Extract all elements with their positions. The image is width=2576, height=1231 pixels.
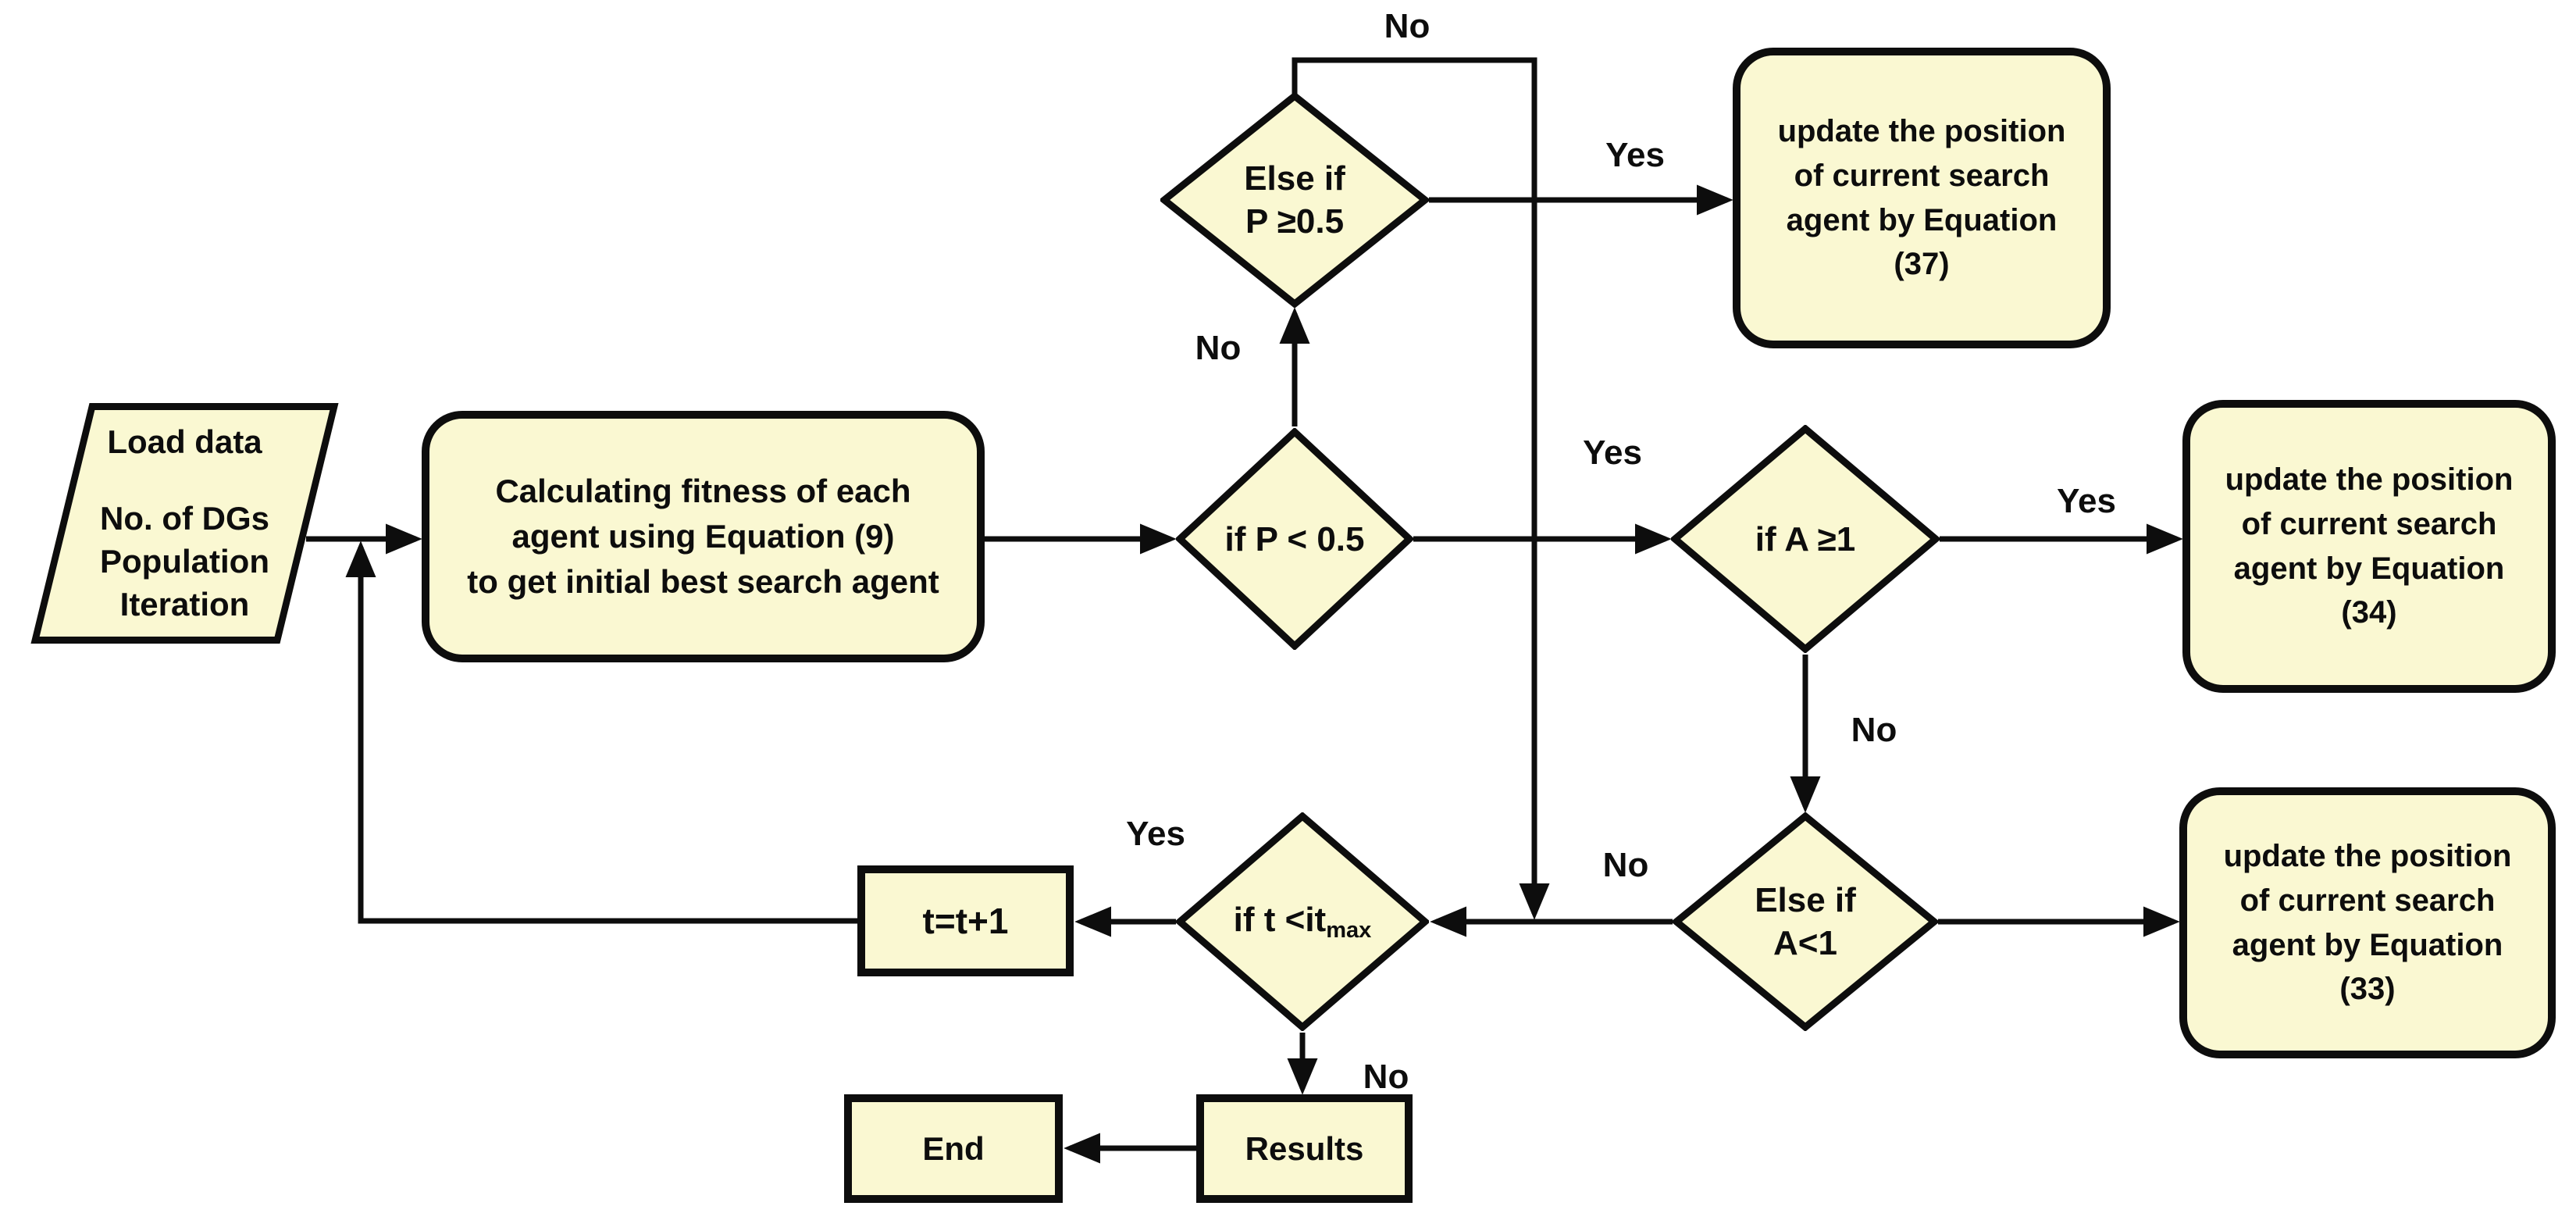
edge-label-ifp-yes: Yes xyxy=(1583,434,1642,472)
node-update-eq34: update the position of current search ag… xyxy=(2182,400,2556,693)
node-input-data: Load data No. of DGs Population Iteratio… xyxy=(30,403,339,644)
connector-elsep-no-route xyxy=(1292,57,1550,920)
if-t-subscript: max xyxy=(1326,918,1372,944)
edge-label-ifp-no: No xyxy=(1195,329,1242,367)
input-line-dgs: No. of DGs xyxy=(100,500,269,537)
update-eq37-text: update the position of current search ag… xyxy=(1777,113,2066,282)
edge-label-ift-no: No xyxy=(1363,1058,1409,1096)
decision-else-a-text: Else if A<1 xyxy=(1755,881,1856,962)
node-decision-if-a: if A ≥1 xyxy=(1671,425,1940,653)
edge-label-ift-yes: Yes xyxy=(1126,815,1185,853)
decision-if-a-text: if A ≥1 xyxy=(1755,519,1856,558)
decision-if-t-text: if t <itmax xyxy=(1234,898,1372,944)
node-end: End xyxy=(844,1094,1063,1203)
input-line-population: Population xyxy=(100,543,269,580)
diamond-shape-else-a xyxy=(1673,812,1938,1031)
diamond-shape-else-p xyxy=(1160,92,1429,308)
node-decision-else-p: Else if P ≥0.5 xyxy=(1160,92,1429,308)
edge-label-elsep-no: No xyxy=(1384,7,1431,45)
decision-if-p-text: if P < 0.5 xyxy=(1224,519,1365,558)
edge-label-ifa-yes: Yes xyxy=(2057,482,2116,520)
edge-label-elsea-no: No xyxy=(1602,846,1649,884)
if-t-prefix: if t <it xyxy=(1233,901,1327,940)
node-decision-else-a: Else if A<1 xyxy=(1673,812,1938,1031)
edge-label-ifa-no: No xyxy=(1851,711,1897,749)
calc-fitness-text: Calculating fitness of each agent using … xyxy=(467,473,939,600)
node-calc-fitness: Calculating fitness of each agent using … xyxy=(422,411,985,662)
node-update-eq37: update the position of current search ag… xyxy=(1733,48,2111,348)
node-update-eq33: update the position of current search ag… xyxy=(2179,787,2556,1058)
increment-text: t=t+1 xyxy=(922,901,1009,941)
diamond-shape-if-a xyxy=(1671,425,1940,653)
results-text: Results xyxy=(1245,1129,1364,1167)
connector-loopback xyxy=(345,541,857,924)
node-decision-if-p: if P < 0.5 xyxy=(1176,428,1413,650)
update-eq33-text: update the position of current search ag… xyxy=(2223,838,2512,1007)
diamond-shape-if-p xyxy=(1176,428,1413,650)
diamond-shape-if-t xyxy=(1176,812,1429,1031)
input-line-iteration: Iteration xyxy=(119,585,250,623)
update-eq34-text: update the position of current search ag… xyxy=(2225,462,2514,630)
node-decision-if-t: if t <itmax xyxy=(1176,812,1429,1031)
node-increment: t=t+1 xyxy=(857,865,1074,976)
end-text: End xyxy=(922,1129,985,1167)
node-results: Results xyxy=(1196,1094,1413,1203)
decision-else-p-text: Else if P ≥0.5 xyxy=(1244,159,1345,241)
edge-label-elsep-yes: Yes xyxy=(1605,136,1665,174)
input-line-load-data: Load data xyxy=(107,423,262,460)
